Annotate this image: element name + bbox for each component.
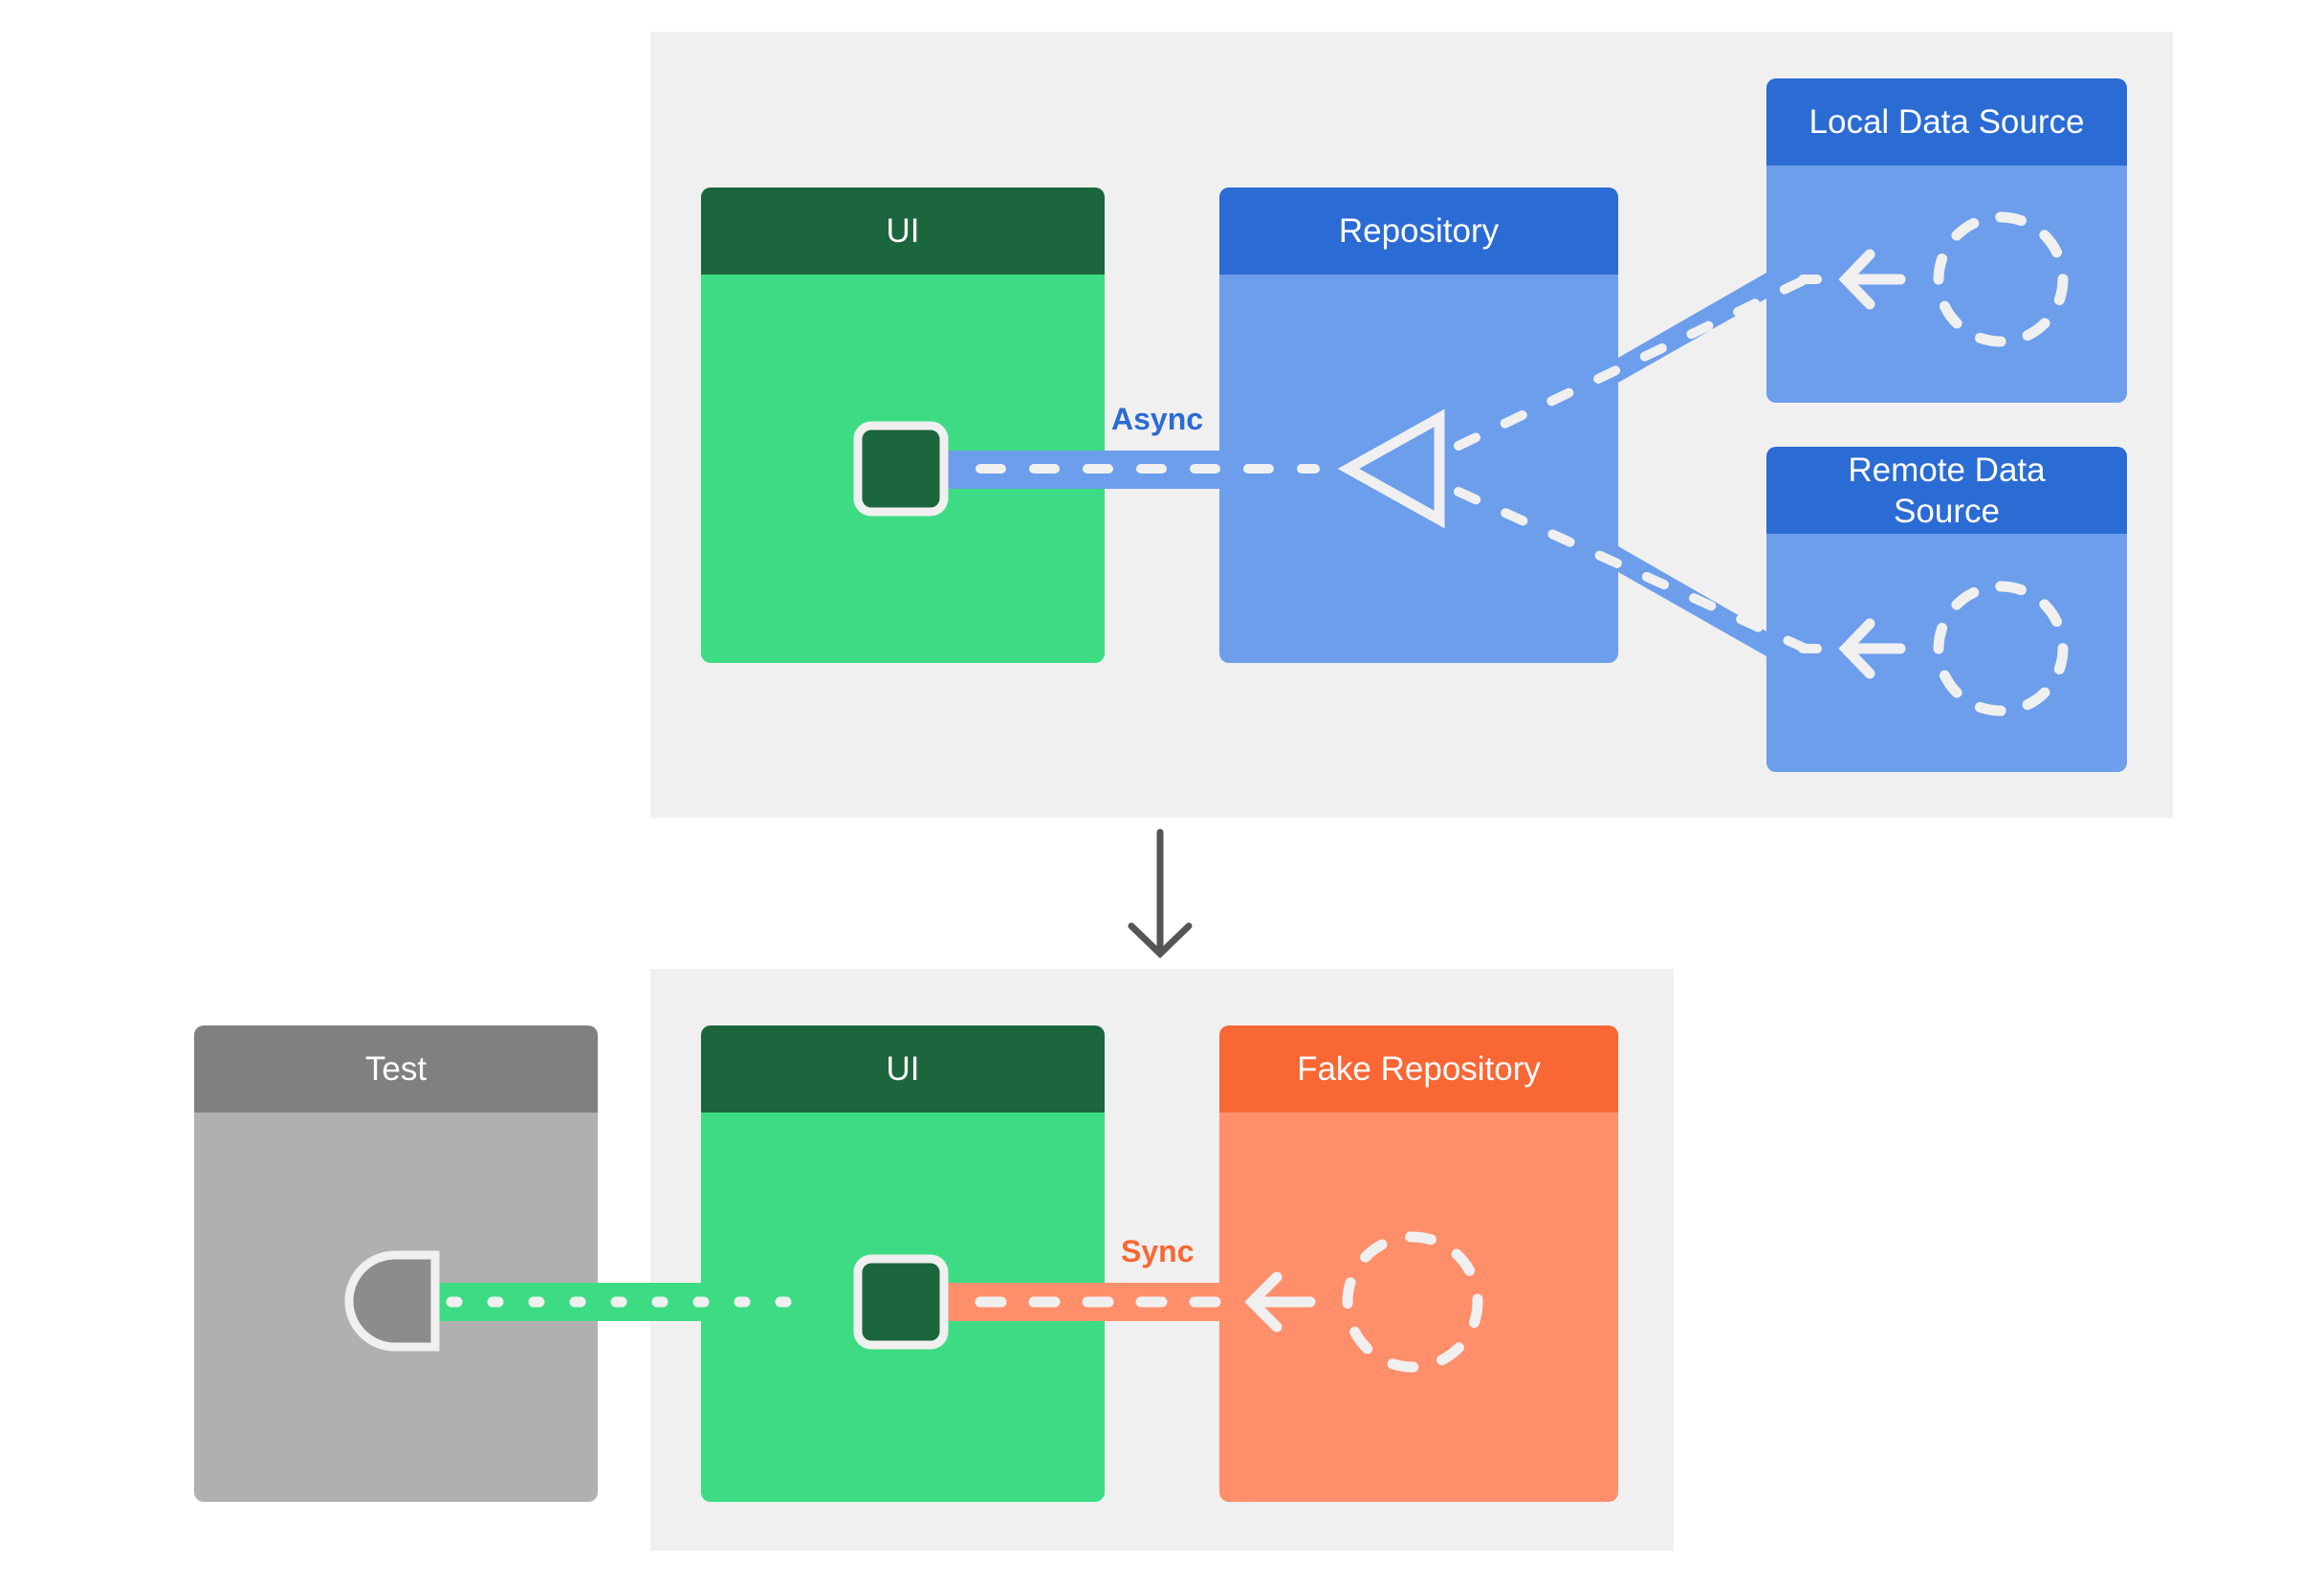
top-ui-title: UI [886, 212, 920, 250]
repository-box: Repository [1219, 187, 1618, 663]
test-connector-band [435, 1283, 904, 1321]
bottom-ui-header: UI [701, 1025, 1105, 1113]
repository-body [1219, 275, 1618, 663]
local-data-source-title: Local Data Source [1809, 103, 2085, 141]
repository-title: Repository [1338, 212, 1500, 250]
fake-repository-title: Fake Repository [1297, 1050, 1541, 1088]
remote-arrow-icon [1838, 618, 1906, 679]
local-data-circle-icon [1933, 211, 2069, 347]
remote-data-circle-icon [1933, 581, 2069, 716]
remote-data-source-header: Remote Data Source [1766, 447, 2127, 534]
remote-data-source-title: Remote Data Source [1848, 451, 2046, 530]
async-label: Async [1111, 402, 1204, 436]
repository-header: Repository [1219, 187, 1618, 275]
down-arrow-icon [1128, 828, 1193, 959]
local-connector-band [1618, 273, 1766, 383]
bottom-ui-title: UI [886, 1050, 920, 1088]
test-probe-icon [344, 1250, 440, 1352]
repository-merge-icon [1337, 408, 1445, 529]
bottom-ui-node-icon [853, 1254, 949, 1350]
top-ui-header: UI [701, 187, 1105, 275]
local-data-source-header: Local Data Source [1766, 78, 2127, 165]
fake-repository-header: Fake Repository [1219, 1025, 1618, 1113]
test-header: Test [194, 1025, 598, 1113]
local-dashed-line [1454, 275, 1810, 451]
test-title: Test [364, 1050, 428, 1088]
fake-data-circle-icon [1342, 1231, 1483, 1373]
top-ui-node-icon [853, 421, 949, 517]
fake-repository-arrow-icon [1244, 1271, 1316, 1333]
remote-dashed-line [1454, 487, 1810, 653]
local-arrow-icon [1838, 249, 1906, 310]
sync-label: Sync [1121, 1234, 1195, 1268]
